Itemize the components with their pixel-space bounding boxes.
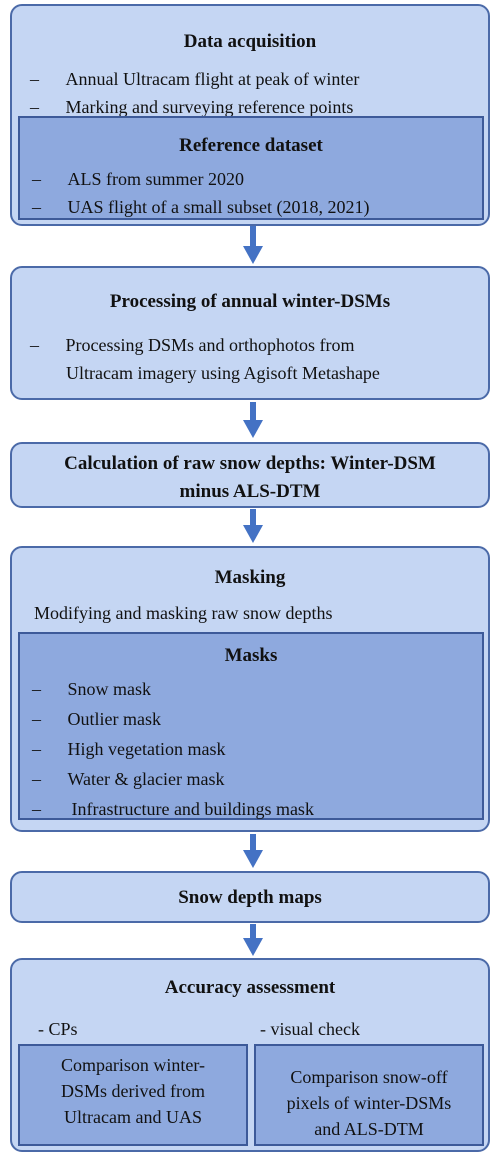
processing-box: Processing of annual winter-DSMs – Proce… <box>10 266 490 400</box>
list-item: – High vegetation mask <box>32 739 226 759</box>
list-item: – Snow mask <box>32 679 152 699</box>
visual-check-comparison-line1: Comparison snow-off <box>290 1067 448 1087</box>
cps-comparison-line1: Comparison winter- <box>60 1055 206 1075</box>
snow-depth-maps-box: Snow depth maps <box>10 871 490 923</box>
flow-arrow-icon <box>243 834 263 868</box>
data-acquisition-title: Data acquisition <box>183 31 317 52</box>
flow-arrow-icon <box>243 924 263 956</box>
masking-subtitle: Modifying and masking raw snow depths <box>34 603 333 623</box>
masks-title: Masks <box>224 645 278 666</box>
list-item: – Outlier mask <box>32 709 161 729</box>
list-item: – Water & glacier mask <box>32 769 225 789</box>
visual-check-comparison-line2: pixels of winter-DSMs <box>286 1093 452 1113</box>
data-acquisition-box: Data acquisition – Annual Ultracam fligh… <box>10 4 490 226</box>
cps-comparison-line2: DSMs derived from <box>61 1081 205 1101</box>
list-item-continuation: Ultracam imagery using Agisoft Metashape <box>66 363 380 383</box>
cps-comparison-line3: Ultracam and UAS <box>64 1107 202 1127</box>
masks-box: Masks – Snow mask – Outlier mask – High … <box>18 632 484 820</box>
visual-check-label: - visual check <box>260 1019 360 1039</box>
list-item: – Marking and surveying reference points <box>30 97 354 117</box>
accuracy-assessment-box: Accuracy assessment - CPs - visual check… <box>10 958 490 1152</box>
calculation-title-line1: Calculation of raw snow depths: Winter-D… <box>64 453 436 474</box>
calculation-box: Calculation of raw snow depths: Winter-D… <box>10 442 490 508</box>
accuracy-assessment-title: Accuracy assessment <box>164 977 336 998</box>
list-item: – Infrastructure and buildings mask <box>32 799 314 819</box>
reference-dataset-box: Reference dataset – ALS from summer 2020… <box>18 116 484 220</box>
list-item: – Annual Ultracam flight at peak of wint… <box>30 69 360 89</box>
masking-title: Masking <box>214 567 286 588</box>
cps-comparison-box: Comparison winter- DSMs derived from Ult… <box>18 1044 248 1146</box>
calculation-title-line2: minus ALS-DTM <box>179 481 321 502</box>
flow-arrow-icon <box>243 226 263 264</box>
list-item: – Processing DSMs and orthophotos from <box>30 335 355 355</box>
processing-title: Processing of annual winter-DSMs <box>109 291 391 312</box>
list-item: – UAS flight of a small subset (2018, 20… <box>32 197 370 217</box>
cps-label: - CPs <box>38 1019 78 1039</box>
flow-arrow-icon <box>243 509 263 543</box>
reference-dataset-title: Reference dataset <box>179 135 323 156</box>
visual-check-comparison-box: Comparison snow-off pixels of winter-DSM… <box>254 1044 484 1146</box>
list-item: – ALS from summer 2020 <box>32 169 244 189</box>
snow-depth-maps-title: Snow depth maps <box>178 887 322 908</box>
visual-check-comparison-line3: and ALS-DTM <box>314 1119 424 1139</box>
masking-box: Masking Modifying and masking raw snow d… <box>10 546 490 832</box>
flow-arrow-icon <box>243 402 263 438</box>
